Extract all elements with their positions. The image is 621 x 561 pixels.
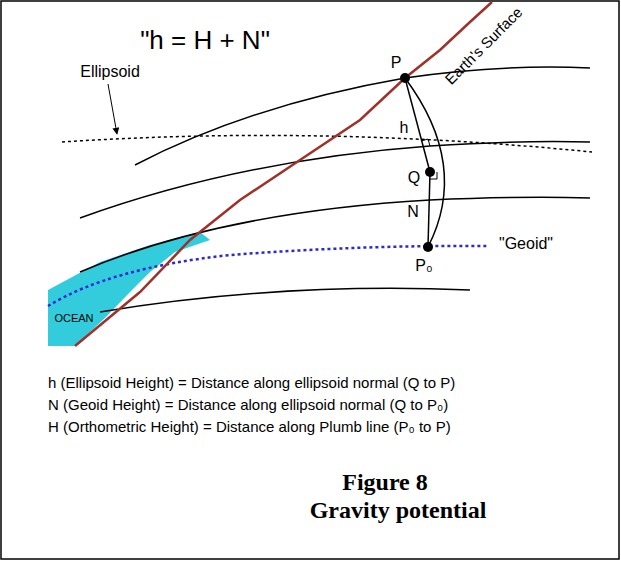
point-label: Q: [408, 169, 420, 187]
point-label: P₀: [415, 257, 432, 275]
geoid-line: [48, 246, 488, 306]
title: "h = H + N": [140, 26, 270, 55]
leader-arrow: [108, 84, 117, 134]
point-label: P: [391, 54, 402, 72]
region-name: OCEAN: [54, 312, 93, 324]
surface-name: Earth's Surface: [442, 4, 526, 88]
ellipsoid-normal: [428, 172, 430, 247]
figure-number: Figure 8: [342, 469, 428, 495]
equipotential-line: [80, 197, 590, 272]
surface-name: "Geoid": [499, 235, 553, 253]
point-dot: [400, 73, 410, 83]
equipotential-line: [100, 288, 470, 312]
right-angle-mark: [421, 139, 430, 146]
definition-note: N (Geoid Height) = Distance along ellips…: [48, 397, 448, 414]
plumb-line: [405, 78, 444, 247]
definition-note: h (Ellipsoid Height) = Distance along el…: [48, 375, 455, 392]
ocean-area: [48, 232, 210, 346]
ellipsoid-line: [62, 135, 592, 152]
equipotential-line: [80, 142, 590, 219]
ellipsoid-normal: [405, 78, 430, 172]
point-dot: [425, 167, 435, 177]
figure-caption: Gravity potential: [310, 497, 487, 523]
surface-name: Ellipsoid: [80, 63, 140, 81]
point-dot: [423, 242, 433, 252]
earth-surface-line: [75, 2, 492, 346]
height-symbol: h: [400, 119, 409, 137]
height-symbol: N: [407, 203, 419, 221]
definition-note: H (Orthometric Height) = Distance along …: [48, 419, 451, 436]
